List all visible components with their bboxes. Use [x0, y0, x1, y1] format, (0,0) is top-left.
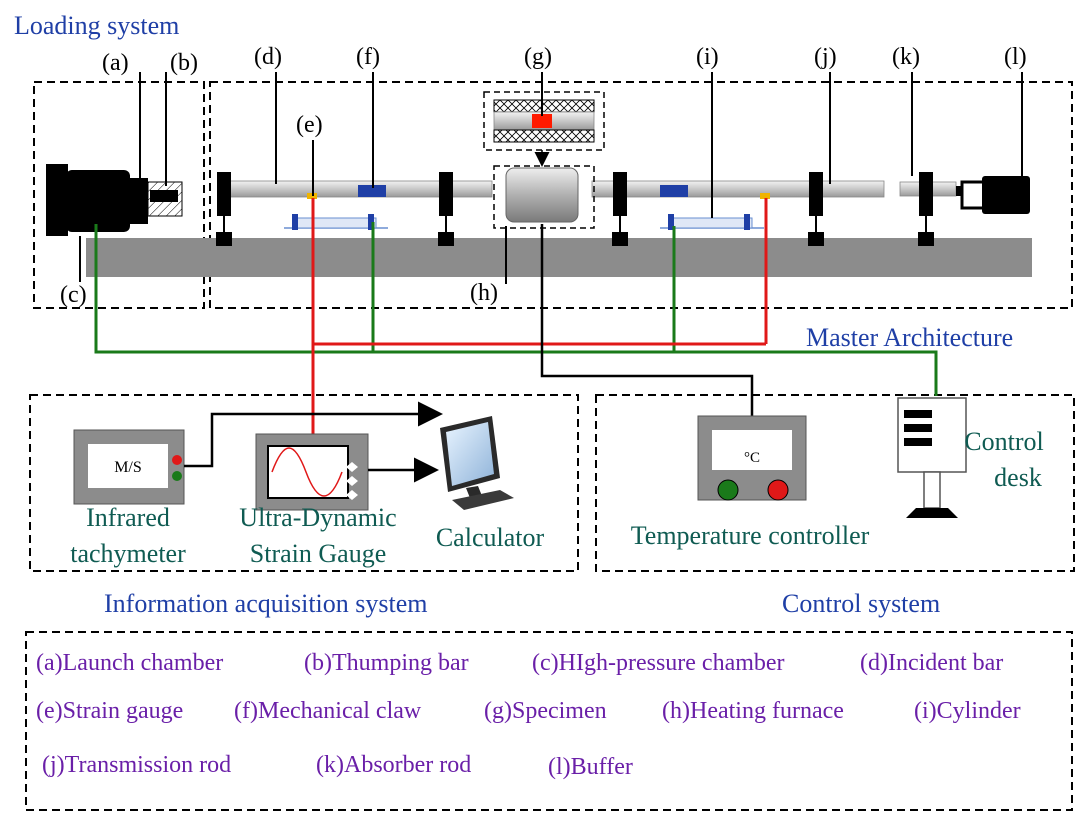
control-desk — [897, 397, 967, 518]
furnace-wire — [540, 224, 754, 416]
legend-g: (g)Specimen — [484, 698, 607, 724]
red-wires — [311, 198, 768, 440]
label-f: (f) — [356, 44, 380, 70]
buffer-connector — [956, 186, 964, 196]
label-e: (e) — [296, 112, 323, 138]
furnace-wall-bottom — [493, 129, 595, 143]
mechanical-claw-right — [660, 185, 688, 197]
temp-button-green — [717, 479, 739, 501]
buffer — [982, 176, 1030, 214]
strain-gauge-label-2: Strain Gauge — [250, 539, 386, 568]
info-acquisition-box — [29, 394, 579, 572]
label-a: (a) — [102, 50, 129, 76]
control-system-title: Control system — [782, 589, 940, 618]
legend-k: (k)Absorber rod — [316, 752, 471, 778]
legend-f: (f)Mechanical claw — [234, 698, 422, 724]
support-5 — [919, 172, 933, 216]
label-c: (c) — [60, 282, 87, 308]
strain-gauge-right — [760, 193, 770, 199]
launch-cap — [46, 164, 68, 236]
support-3 — [613, 172, 627, 216]
heating-furnace — [505, 167, 579, 223]
control-desk-label-1: Control — [964, 427, 1043, 456]
label-d: (d) — [254, 44, 282, 70]
legend-a: (a)Launch chamber — [36, 650, 223, 676]
base-platform — [86, 238, 1032, 277]
waveform — [271, 447, 343, 497]
label-b: (b) — [170, 50, 198, 76]
legend-j: (j)Transmission rod — [42, 752, 231, 778]
support-1 — [217, 172, 231, 216]
buffer-neck — [960, 180, 986, 210]
legend-l: (l)Buffer — [548, 754, 633, 780]
label-g: (g) — [524, 44, 552, 70]
strain-gauge-ports — [346, 462, 358, 500]
temperature-controller: °C — [697, 415, 807, 501]
supports — [216, 172, 934, 246]
loading-system-box — [33, 81, 205, 309]
support-2 — [439, 172, 453, 216]
legend-b: (b)Thumping bar — [304, 650, 469, 676]
tachymeter-led-red — [172, 455, 182, 465]
legend-d: (d)Incident bar — [860, 650, 1003, 676]
label-j: (j) — [814, 44, 837, 70]
temp-controller-label: Temperature controller — [631, 521, 870, 550]
thumping-bar — [150, 190, 178, 202]
green-wires — [94, 222, 938, 396]
temp-button-red — [767, 479, 789, 501]
label-i: (i) — [696, 44, 719, 70]
specimen-inset-box — [483, 91, 605, 151]
transmission-rod — [591, 180, 885, 198]
calculator-monitor — [440, 416, 514, 510]
support-4 — [809, 172, 823, 216]
legend-e: (e)Strain gauge — [36, 698, 183, 724]
tachymeter-led-green — [172, 471, 182, 481]
high-pressure-chamber — [66, 170, 130, 232]
temp-display: °C — [744, 450, 760, 466]
control-system-box — [595, 394, 1075, 572]
master-architecture-box — [209, 81, 1073, 309]
control-desk-label-2: desk — [994, 463, 1042, 492]
label-h: (h) — [470, 280, 498, 306]
strain-gauge-label-1: Ultra-Dynamic — [239, 503, 396, 532]
legend: (a)Launch chamber (b)Thumping bar (c)HIg… — [36, 650, 1021, 780]
tachymeter-display: M/S — [114, 459, 142, 476]
tachymeter-label-1: Infrared — [86, 503, 170, 532]
ultra-dynamic-strain-gauge — [255, 433, 369, 511]
specimen — [532, 114, 552, 128]
mechanical-claw-left — [358, 185, 386, 197]
master-architecture-title: Master Architecture — [806, 323, 1013, 352]
loading-system-title: Loading system — [14, 11, 179, 40]
calculator-label: Calculator — [436, 523, 545, 552]
furnace-wall-top — [493, 99, 595, 113]
label-l: (l) — [1004, 44, 1027, 70]
legend-c: (c)HIgh-pressure chamber — [532, 650, 785, 676]
legend-h: (h)Heating furnace — [662, 698, 844, 724]
cylinder-left — [284, 214, 388, 230]
label-k: (k) — [892, 44, 920, 70]
infrared-tachymeter: M/S — [73, 429, 185, 505]
legend-box — [25, 631, 1073, 811]
info-acquisition-title: Information acquisition system — [104, 589, 428, 618]
tachymeter-arrow — [184, 401, 443, 468]
legend-i: (i)Cylinder — [914, 698, 1021, 724]
launch-chamber — [128, 178, 148, 224]
tachymeter-label-2: tachymeter — [70, 539, 186, 568]
